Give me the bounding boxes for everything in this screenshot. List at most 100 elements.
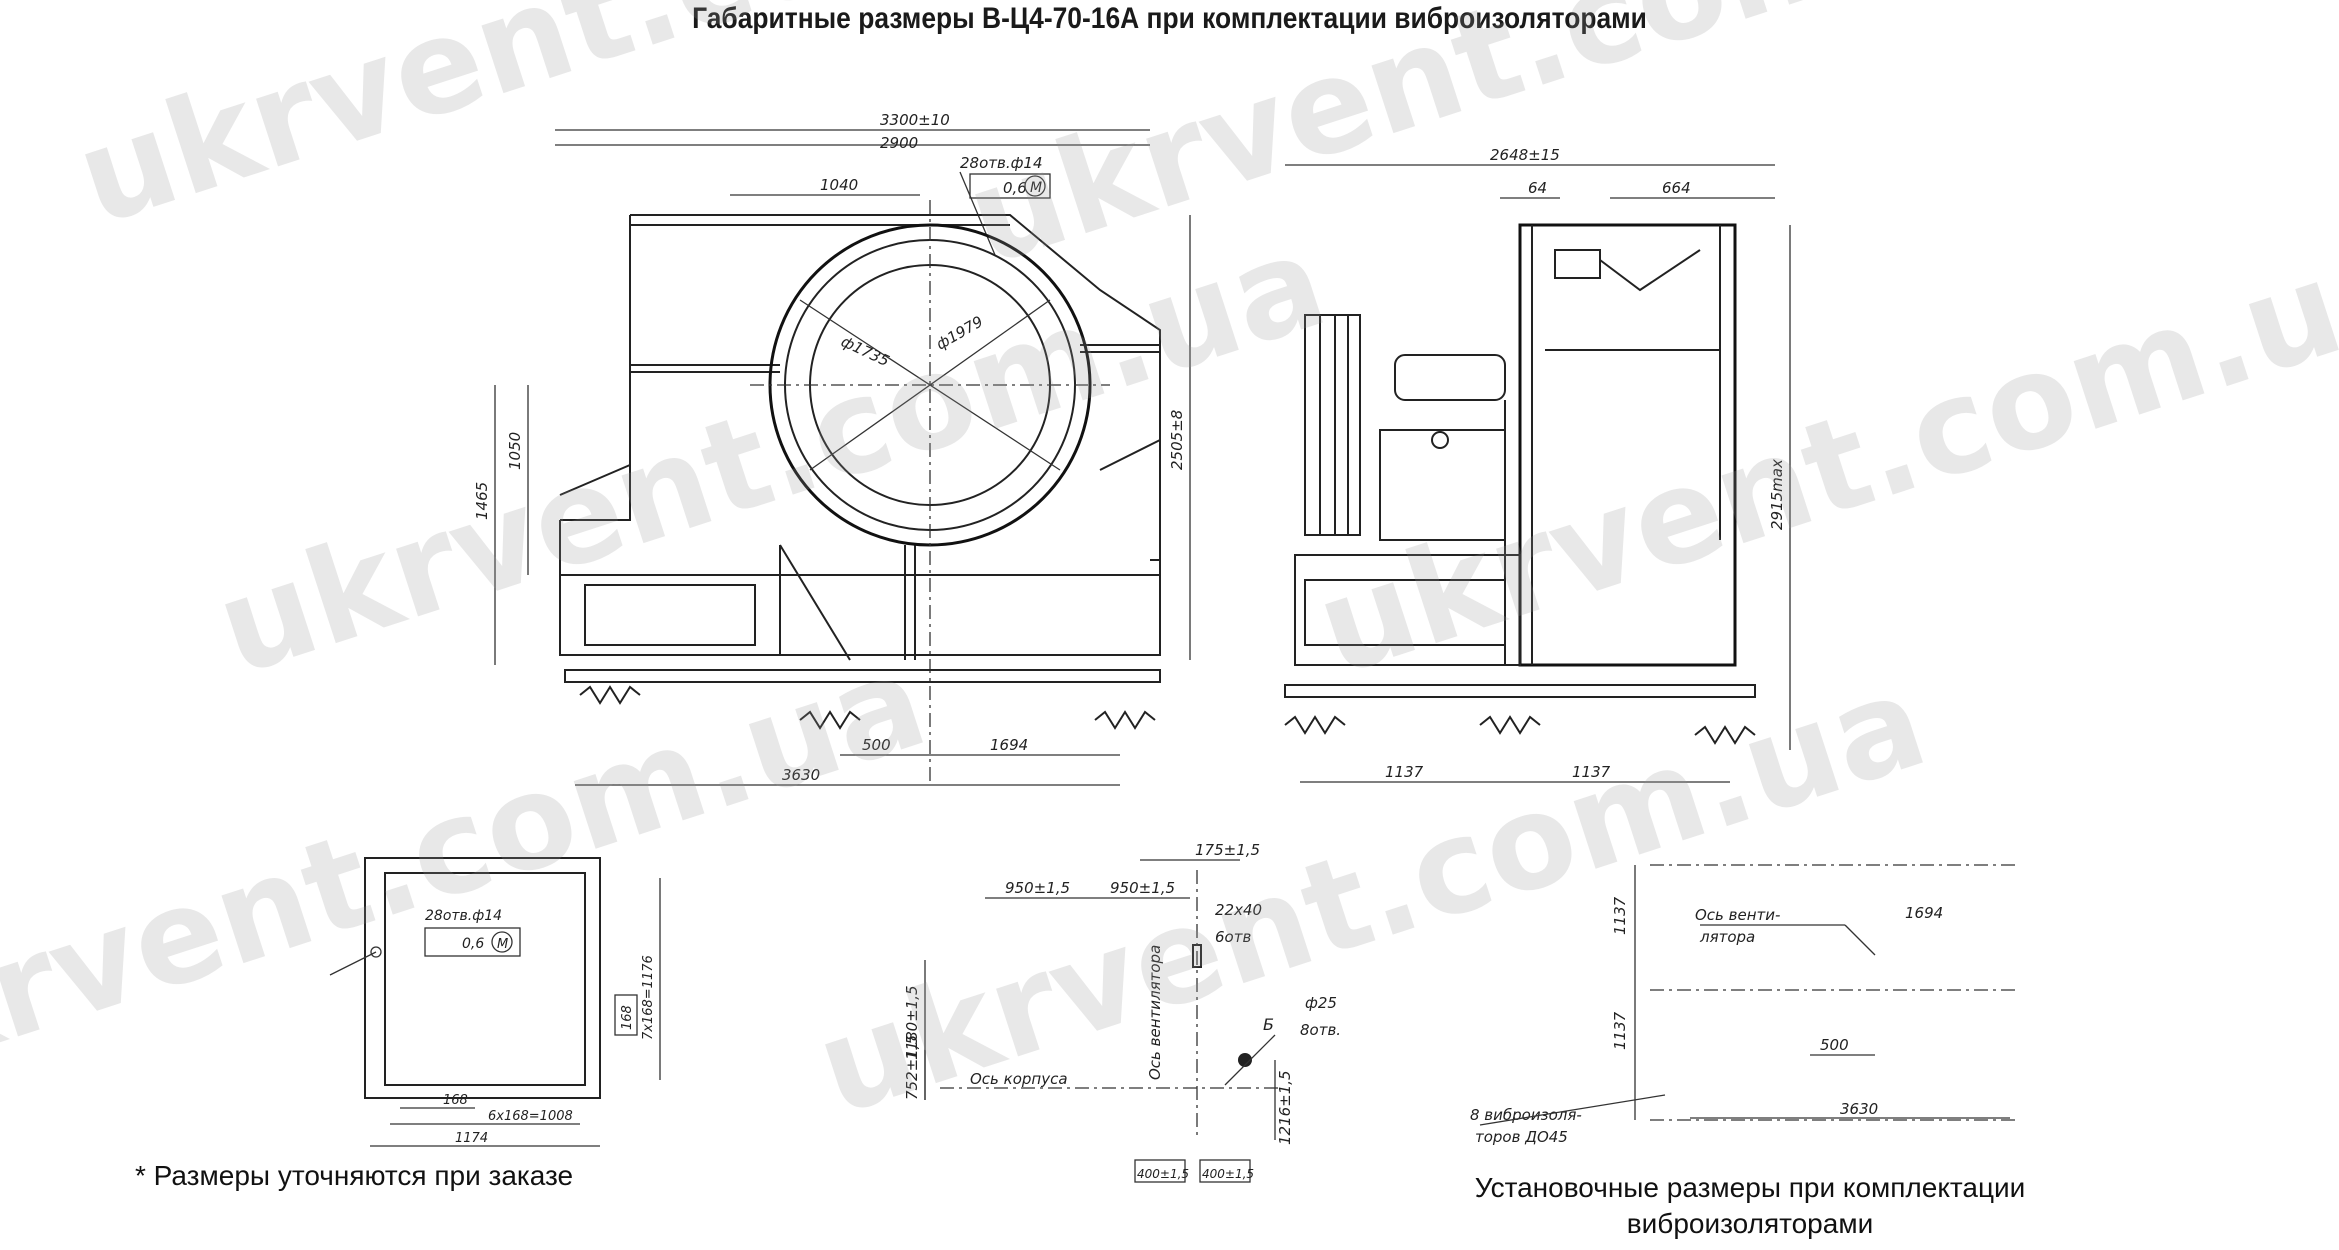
motor — [1379, 429, 1506, 541]
side-base-beam — [1284, 684, 1756, 698]
casing-outline-top — [630, 214, 1161, 561]
dim-1465: 1465 — [473, 482, 491, 520]
flange-dim-7x168: 7x168=1176 — [641, 955, 656, 1040]
fan-housing — [1518, 223, 1737, 667]
install-iso-label-1: 8 виброизоля- — [1470, 1106, 1582, 1124]
side-spring-left — [1284, 715, 1346, 735]
install-axis-label-1: Ось венти- — [1695, 906, 1780, 924]
flange-dim-1174: 1174 — [455, 1131, 488, 1146]
inlet-triangle — [559, 463, 631, 520]
dim-2648: 2648±15 — [1490, 146, 1560, 164]
side-base — [1294, 554, 1521, 666]
mount-hole-count: 8отв. — [1300, 1021, 1341, 1039]
dim-3300: 3300±10 — [880, 111, 950, 129]
flange-dim-168: 168 — [620, 1005, 635, 1030]
flange-holes: 28отв.ф14 — [425, 908, 502, 924]
flange-dim-168-box — [614, 994, 638, 1036]
install-iso-label-2: торов ДО45 — [1475, 1128, 1568, 1146]
diameter-1979: ф1979 — [933, 312, 986, 353]
spring-right — [1094, 710, 1156, 730]
drawing-title: Габаритные размеры В-Ц4-70-16А при компл… — [692, 2, 1647, 35]
base-beam — [564, 669, 1161, 683]
side-dim-1137b: 1137 — [1572, 763, 1611, 781]
mount-axis-body: Ось корпуса — [970, 1070, 1068, 1088]
base-window — [584, 584, 756, 646]
mount-dim-1180: 1180±1,5 — [903, 985, 921, 1060]
flange-leader — [329, 951, 377, 976]
mount-section: Б — [1263, 1015, 1274, 1034]
side-spring-mid — [1479, 715, 1541, 735]
side-view: 2648±15 64 664 2915m — [1284, 146, 1791, 783]
spring-left — [579, 685, 641, 705]
side-dim-1137a: 1137 — [1385, 763, 1424, 781]
mount-dim-400b: 400±1,5 — [1202, 1167, 1254, 1181]
flange-tol-mark: М — [497, 937, 508, 952]
base-frame — [559, 520, 1161, 656]
flange-tol-frame — [424, 927, 521, 957]
motor-eye — [1431, 431, 1449, 449]
install-dim-500: 500 — [1820, 1036, 1849, 1054]
dim-3630: 3630 — [782, 766, 820, 784]
install-dim-1137a: 1137 — [1611, 896, 1629, 935]
dim-2505: 2505±8 — [1168, 410, 1186, 470]
install-caption: Установочные размеры при комплектации ви… — [1440, 1170, 2060, 1242]
dim-1050: 1050 — [506, 432, 524, 470]
footnote: * Размеры уточняются при заказе — [135, 1160, 574, 1191]
install-axis-tick — [1844, 924, 1876, 956]
side-spring-right — [1694, 725, 1756, 745]
install-dim-1694: 1694 — [1905, 904, 1943, 922]
front-tolerance: 0,6 — [1003, 179, 1027, 197]
dim-664: 664 — [1662, 179, 1691, 197]
install-caption-line-1: Установочные размеры при комплектации — [1474, 1172, 2026, 1203]
install-dim-3630: 3630 — [1840, 1100, 1878, 1118]
install-iso-leader — [1479, 1094, 1666, 1126]
front-tolerance-circle — [1024, 175, 1046, 197]
dim-2900: 2900 — [880, 134, 918, 152]
flange-outer — [364, 857, 601, 1099]
side-discharge — [1599, 249, 1701, 292]
section-line — [1224, 1034, 1276, 1086]
holes-leader — [959, 171, 996, 256]
dim-1040: 1040 — [820, 176, 858, 194]
dim-500: 500 — [862, 736, 891, 754]
side-top-window — [1554, 249, 1601, 279]
flange-dim-6x168: 6x168=1008 — [488, 1109, 573, 1124]
strut-diag — [779, 544, 851, 661]
flange-dim-168b: 168 — [443, 1093, 468, 1108]
mount-axis-fan: Ось вентилятора — [1146, 945, 1164, 1080]
front-view: 3300±10 2900 1040 28отв.ф14 0,6 М — [473, 111, 1191, 786]
side-base-window — [1304, 579, 1506, 646]
dim-box-400b — [1199, 1159, 1251, 1183]
flange-view: 28отв.ф14 0,6 М 168 7x168=1176 168 6x168… — [329, 857, 661, 1147]
install-dim-1137b: 1137 — [1611, 1011, 1629, 1050]
mount-slot-count: 6отв — [1215, 928, 1251, 946]
mount-hole-mark — [1238, 1053, 1252, 1067]
dim-box-400a — [1134, 1159, 1186, 1183]
flange-inner — [384, 872, 586, 1086]
flange-tolerance: 0,6 — [462, 936, 484, 952]
dim-64: 64 — [1528, 179, 1547, 197]
mount-dim-175: 175±1,5 — [1195, 841, 1260, 859]
mount-slot: 22х40 — [1215, 901, 1262, 919]
flange-hole-mark — [370, 946, 382, 958]
front-tol-mark: М — [1030, 180, 1042, 196]
diameter-1735: ф1735 — [838, 332, 892, 370]
front-holes: 28отв.ф14 — [960, 154, 1043, 172]
mount-dim-1216: 1216±1,5 — [1276, 1070, 1294, 1145]
diam-line-2 — [809, 299, 1051, 471]
dim-1694: 1694 — [990, 736, 1028, 754]
discharge-edge — [1099, 439, 1161, 471]
mount-dim-752: 752±1,5 — [903, 1035, 921, 1100]
mount-view: 175±1,5 950±1,5 950±1,5 22х40 6отв Ось в… — [903, 841, 1341, 1183]
front-tolerance-frame — [969, 173, 1051, 199]
mount-dim-950a: 950±1,5 — [1005, 879, 1070, 897]
install-caption-line-2: виброизоляторами — [1626, 1208, 1874, 1239]
mount-hole-d: ф25 — [1305, 994, 1337, 1012]
pulley — [1304, 314, 1361, 536]
mount-dim-950b: 950±1,5 — [1110, 879, 1175, 897]
casing-outline-left — [560, 215, 631, 521]
install-axis-label-2: лятора — [1699, 928, 1755, 946]
flange-tol-circle — [491, 931, 513, 953]
